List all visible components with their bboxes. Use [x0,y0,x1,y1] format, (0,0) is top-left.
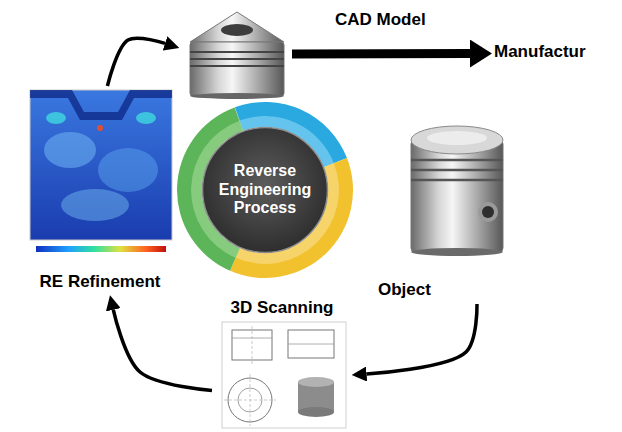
hot-spot [97,125,103,131]
object-piston-picture [411,126,503,256]
flow-arrow [367,304,477,374]
cfd-picture [30,90,172,252]
piston-crown [411,126,503,154]
drawing-view [288,330,334,358]
flow-blotch [136,112,156,124]
scanning-node: 3D Scanning [212,298,352,430]
flow-arrow [292,49,470,58]
manufacture-node: Manufactur [492,42,588,65]
piston-body [190,42,284,96]
ring-groove [411,169,503,172]
piston-body [411,140,503,252]
flow-blotch [44,132,96,168]
cad-piston-picture [190,12,284,99]
node-label: Manufactur [494,42,586,62]
crown-highlight [427,131,487,145]
object-node: Object [372,118,512,304]
process-core [203,128,328,253]
node-label: RE Refinement [40,272,161,292]
center-line [250,374,251,426]
piston-base [411,248,503,256]
cfd-field [30,90,172,240]
pin-boss [478,202,498,222]
flow-arrow [107,38,165,86]
flow-blotch [61,189,129,221]
ring-groove [190,65,284,67]
color-bar [36,246,166,252]
piston-crown [190,12,284,42]
cad-model-node: CAD Model [180,8,292,100]
pin-hole [482,206,494,218]
node-label: 3D Scanning [231,298,334,318]
drawing-profile [232,330,272,360]
ring-groove [411,159,503,162]
node-label: Reverse Engineering Process [209,162,321,217]
valve-recess [221,24,253,36]
flow-blotch [98,148,158,192]
process-circle: Reverse Engineering Process [177,102,353,278]
scan-drawing-picture [222,322,346,428]
ring-groove [190,51,284,53]
drawing-line [288,344,334,345]
flow-blotch [46,112,66,124]
center-line [252,326,253,364]
node-label: Object [378,280,431,300]
refinement-node: RE Refinement [26,86,174,296]
drawing-sheet [222,322,346,428]
node-label: CAD Model [335,10,426,30]
scan-model [298,377,334,387]
piston-base [190,93,284,99]
flow-arrow [113,310,212,391]
ring-groove [411,179,503,182]
ring-groove [190,58,284,60]
scan-model [298,407,334,417]
